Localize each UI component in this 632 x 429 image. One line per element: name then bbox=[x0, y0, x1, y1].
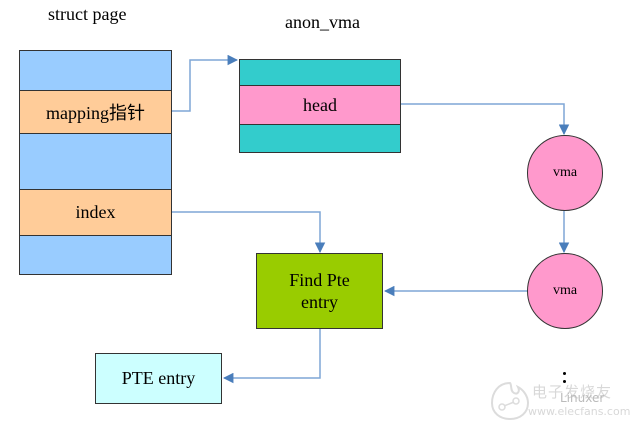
struct-page-field-top bbox=[20, 51, 171, 90]
index-label: index bbox=[75, 202, 116, 222]
watermark-url: www.elecfans.com bbox=[528, 405, 631, 418]
pte-entry-label: PTE entry bbox=[121, 368, 196, 388]
pte-entry-box: PTE entry bbox=[95, 353, 222, 404]
anon-vma-title: anon_vma bbox=[285, 12, 360, 32]
anon-vma-field-bottom bbox=[240, 125, 400, 152]
anon-vma-box: head bbox=[239, 59, 401, 153]
arrow-index-to-find-pte bbox=[172, 211, 326, 254]
vma-node-2-label: vma bbox=[552, 283, 578, 298]
index-field: index bbox=[20, 189, 171, 236]
find-pte-label-line2: entry bbox=[301, 292, 338, 312]
vma-node-1-label: vma bbox=[552, 165, 578, 180]
continuation-dot-2 bbox=[563, 380, 566, 383]
watermark-logo-icon bbox=[490, 381, 530, 421]
continuation-dot-1 bbox=[563, 372, 566, 375]
vma-node-2: vma bbox=[527, 253, 603, 329]
watermark: 电子发烧友 Linuxer www.elecfans.com bbox=[488, 375, 631, 425]
arrow-mapping-to-anon-vma bbox=[172, 54, 239, 112]
struct-page-title: struct page bbox=[48, 4, 127, 24]
mapping-pointer-label: mapping指针 bbox=[46, 103, 145, 123]
head-label: head bbox=[303, 94, 337, 115]
find-pte-label-line1: Find Pte bbox=[289, 270, 350, 290]
watermark-brand: Linuxer bbox=[560, 391, 605, 405]
watermark-chinese: 电子发烧友 bbox=[532, 383, 613, 401]
struct-page-box: mapping指针 index bbox=[19, 50, 172, 275]
find-pte-entry-box: Find Pte entry bbox=[256, 253, 383, 329]
struct-page-field-middle bbox=[20, 134, 171, 189]
arrow-find-pte-to-pte-entry bbox=[222, 329, 321, 384]
struct-page-field-bottom bbox=[20, 236, 171, 274]
head-field: head bbox=[240, 85, 400, 125]
mapping-pointer-field: mapping指针 bbox=[20, 90, 171, 134]
anon-vma-field-top bbox=[240, 60, 400, 85]
arrow-head-to-vma1 bbox=[401, 103, 570, 136]
vma-node-1: vma bbox=[527, 135, 603, 211]
